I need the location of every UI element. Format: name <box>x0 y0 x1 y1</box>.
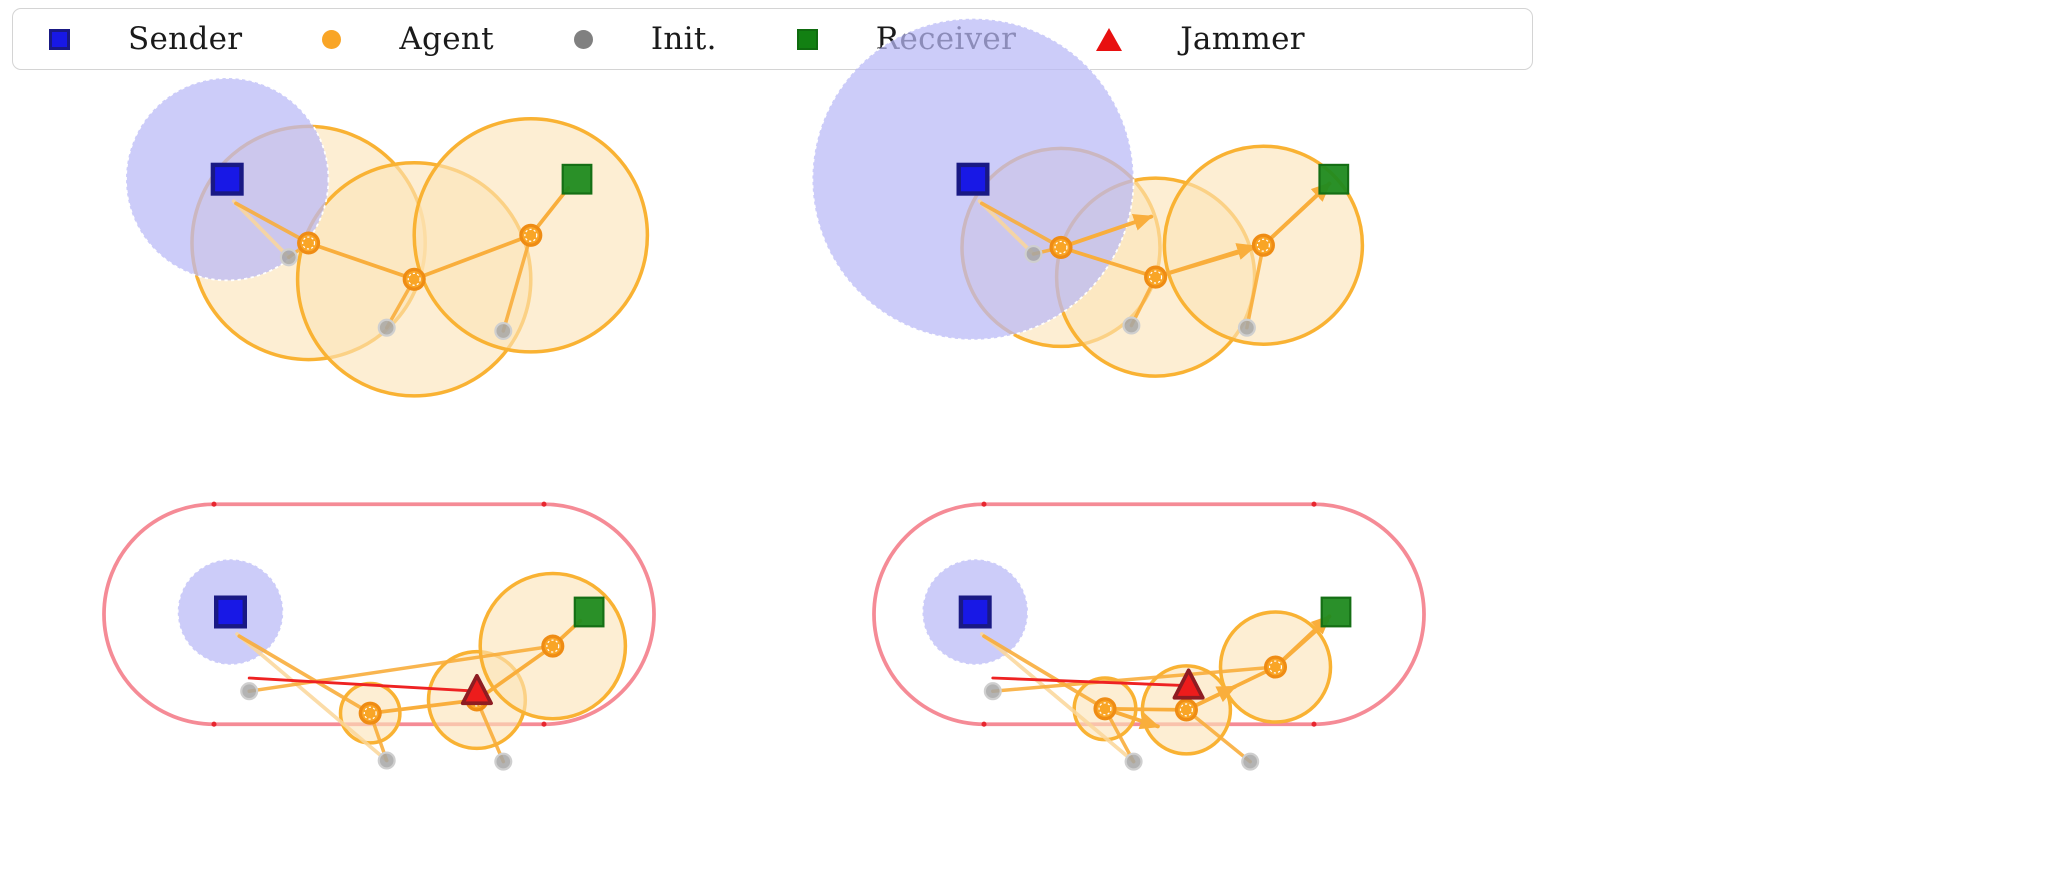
legend-label-init: Init. <box>650 20 717 57</box>
panel-canvas-bottom-right <box>872 501 1426 771</box>
agent-init-stem-2 <box>991 665 1278 693</box>
init-node-2[interactable] <box>494 321 513 341</box>
panel-bottom-right <box>790 480 1530 810</box>
agent-node-inner-ring-1 <box>407 272 421 286</box>
panel-bottom-left <box>20 480 760 810</box>
sender-node[interactable] <box>956 162 990 196</box>
relay-link-0 <box>979 201 1063 250</box>
agent-node-2[interactable] <box>1263 655 1288 679</box>
boundary-corner-dot-1 <box>541 501 547 507</box>
init-node-1[interactable] <box>1122 316 1141 335</box>
blue-square-marker <box>49 28 70 50</box>
receiver-node[interactable] <box>561 163 593 195</box>
agent-node-1[interactable] <box>1144 265 1168 289</box>
init-node-0[interactable] <box>279 248 298 267</box>
agent-node-0[interactable] <box>297 231 321 255</box>
jammer-link <box>991 676 1191 688</box>
relay-link-2 <box>475 644 555 702</box>
panel-canvas-top-right <box>811 17 1365 378</box>
relay-link-0 <box>982 634 1107 711</box>
relay-link-2 <box>412 233 533 282</box>
agent-init-stem-2 <box>247 644 555 693</box>
agent-node-inner-ring-2 <box>1256 238 1270 252</box>
init-node-2[interactable] <box>1237 318 1256 337</box>
init-node-2[interactable] <box>983 682 1002 701</box>
relay-link-1 <box>1103 706 1189 712</box>
panel-canvas-top-left <box>125 77 650 398</box>
boundary-corner-dot-3 <box>1311 721 1317 727</box>
sender-node[interactable] <box>210 162 244 196</box>
agent-node-0[interactable] <box>1093 697 1117 721</box>
gray-circle-marker <box>573 29 593 49</box>
legend-label-jammer: Jammer <box>1180 20 1305 57</box>
agent-node-inner-ring-2 <box>524 228 538 242</box>
green-square-marker <box>796 28 818 50</box>
sender-to-init-link <box>231 199 291 260</box>
sender-to-init-link <box>977 199 1036 256</box>
agent-node-0[interactable] <box>1049 235 1073 259</box>
agent-init-stem-1 <box>1184 708 1252 764</box>
boundary-corner-dot-1 <box>1311 501 1317 507</box>
legend-entry-jammer: Jammer <box>1096 9 1305 69</box>
agent-node-inner-ring-0 <box>363 706 377 720</box>
boundary-corner-dot-0 <box>981 501 987 507</box>
legend-entry-init: Init. <box>573 9 717 69</box>
init-node-1[interactable] <box>1241 752 1260 771</box>
boundary-corner-dot-0 <box>211 501 217 507</box>
direction-arrow-1 <box>1153 243 1257 280</box>
receiver-node[interactable] <box>573 596 605 628</box>
jammer-node[interactable] <box>1172 668 1205 700</box>
init-node-2[interactable] <box>240 682 259 701</box>
agent-node-0[interactable] <box>358 701 382 725</box>
orange-circle-marker <box>322 29 342 49</box>
relay-link-0 <box>237 634 373 716</box>
agent-node-inner-ring-0 <box>1098 702 1112 716</box>
direction-arrow-2 <box>1273 614 1332 669</box>
relay-link-0 <box>234 201 311 245</box>
legend-label-sender: Sender <box>128 20 243 57</box>
legend-entry-agent: Agent <box>322 9 494 69</box>
agent-node-inner-ring-1 <box>1179 703 1193 717</box>
agent-node-inner-ring-0 <box>1054 240 1068 254</box>
init-node-1[interactable] <box>494 752 513 771</box>
red-triangle-marker <box>1096 27 1123 51</box>
direction-arrow-0 <box>1059 213 1154 250</box>
agent-node-2[interactable] <box>1251 233 1275 257</box>
relay-link-1 <box>368 698 479 716</box>
jammer-node[interactable] <box>460 673 493 706</box>
agent-node-2[interactable] <box>541 634 565 658</box>
agent-node-1[interactable] <box>1174 698 1198 722</box>
sender-node[interactable] <box>214 595 247 629</box>
relay-link-1 <box>1059 245 1158 279</box>
agent-node-inner-ring-2 <box>1268 660 1283 674</box>
agent-init-stem-2 <box>1245 243 1266 330</box>
agent-node-2[interactable] <box>519 223 543 247</box>
init-node-0[interactable] <box>1124 752 1143 771</box>
boundary-corner-dot-3 <box>541 721 547 727</box>
receiver-node[interactable] <box>1320 596 1352 628</box>
agent-node-inner-ring-0 <box>302 236 316 250</box>
jammer-link <box>247 676 479 693</box>
panel-canvas-bottom-left <box>102 501 656 771</box>
agent-node-1[interactable] <box>402 267 426 291</box>
panel-top-left <box>20 77 760 430</box>
boundary-corner-dot-2 <box>981 721 987 727</box>
sender-to-init-link <box>235 632 389 763</box>
legend-label-agent: Agent <box>399 20 494 57</box>
init-node-1[interactable] <box>377 318 396 337</box>
sender-to-init-link <box>979 632 1136 764</box>
init-node-0[interactable] <box>1024 244 1043 264</box>
init-node-0[interactable] <box>377 751 396 770</box>
relay-link-1 <box>306 241 417 282</box>
agent-node-inner-ring-1 <box>1149 270 1163 284</box>
legend-entry-sender: Sender <box>49 9 242 69</box>
agent-node-inner-ring-2 <box>546 639 560 653</box>
legend: Sender Agent Init. Receiver Jammer <box>12 8 1533 70</box>
boundary-corner-dot-2 <box>211 721 217 727</box>
agent-init-stem-2 <box>501 233 533 333</box>
panel-top-right <box>790 17 1530 430</box>
receiver-node[interactable] <box>1318 163 1350 195</box>
sender-node[interactable] <box>958 595 992 629</box>
